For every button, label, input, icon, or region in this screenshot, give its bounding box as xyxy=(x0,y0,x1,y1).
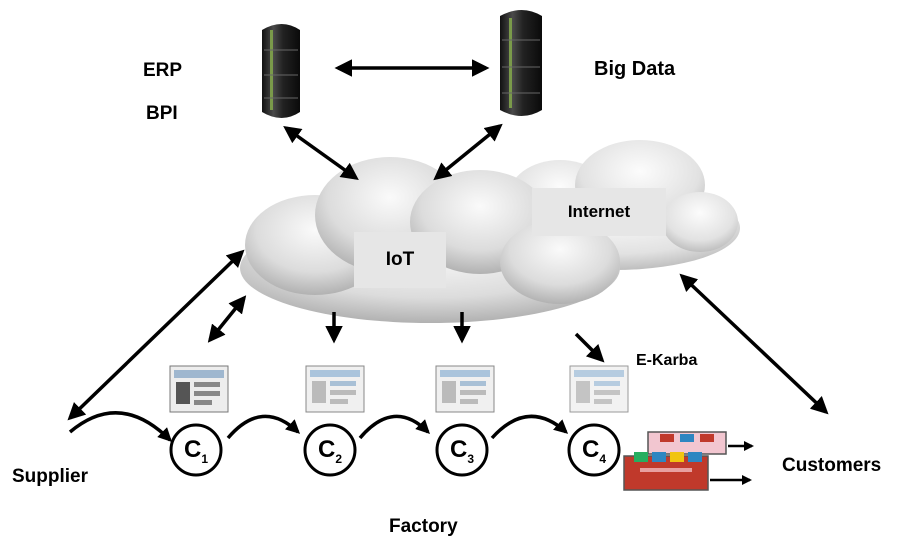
monitor-4-icon xyxy=(569,365,629,413)
erp-server-icon xyxy=(262,24,300,118)
cell-c1-icon xyxy=(169,423,223,477)
iot-monitor4-arrow xyxy=(574,332,605,363)
supplier-iot-arrow xyxy=(67,249,245,421)
c3-c4-flow-arrow xyxy=(490,414,569,440)
big-data-label: Big Data xyxy=(594,58,676,80)
supplier-label: Supplier xyxy=(12,466,89,487)
customers-label: Customers xyxy=(782,455,882,476)
iot-monitor1-arrow xyxy=(207,295,247,343)
product-icon xyxy=(623,431,727,491)
c1-c2-flow-arrow xyxy=(226,414,301,440)
cell-c2-label: C2 xyxy=(318,436,343,466)
c2-c3-flow-arrow xyxy=(358,414,430,440)
cell-c4-icon xyxy=(567,423,621,477)
bpi-label: BPI xyxy=(146,103,178,124)
monitor-2-icon xyxy=(305,365,365,413)
monitor-3-icon xyxy=(435,365,495,413)
customers-internet-arrow xyxy=(679,273,829,415)
bigdata-iot-arrow xyxy=(433,123,503,181)
cell-c2-icon xyxy=(303,423,357,477)
iot-cloud-icon xyxy=(240,157,620,323)
monitor-1-icon xyxy=(169,365,229,413)
erp-iot-arrow xyxy=(283,125,359,181)
internet-label: Internet xyxy=(532,188,666,236)
iot-label: IoT xyxy=(354,232,446,288)
supplier-c1-flow-arrow xyxy=(68,411,172,442)
e-karba-label: E-Karba xyxy=(636,352,698,369)
cell-c4-label: C4 xyxy=(582,436,607,466)
cell-c3-icon xyxy=(435,423,489,477)
factory-label: Factory xyxy=(389,516,458,537)
cell-c1-label: C1 xyxy=(184,436,209,466)
erp-label: ERP xyxy=(143,60,183,81)
cell-c3-label: C3 xyxy=(450,436,475,466)
big-data-server-icon xyxy=(500,10,542,116)
